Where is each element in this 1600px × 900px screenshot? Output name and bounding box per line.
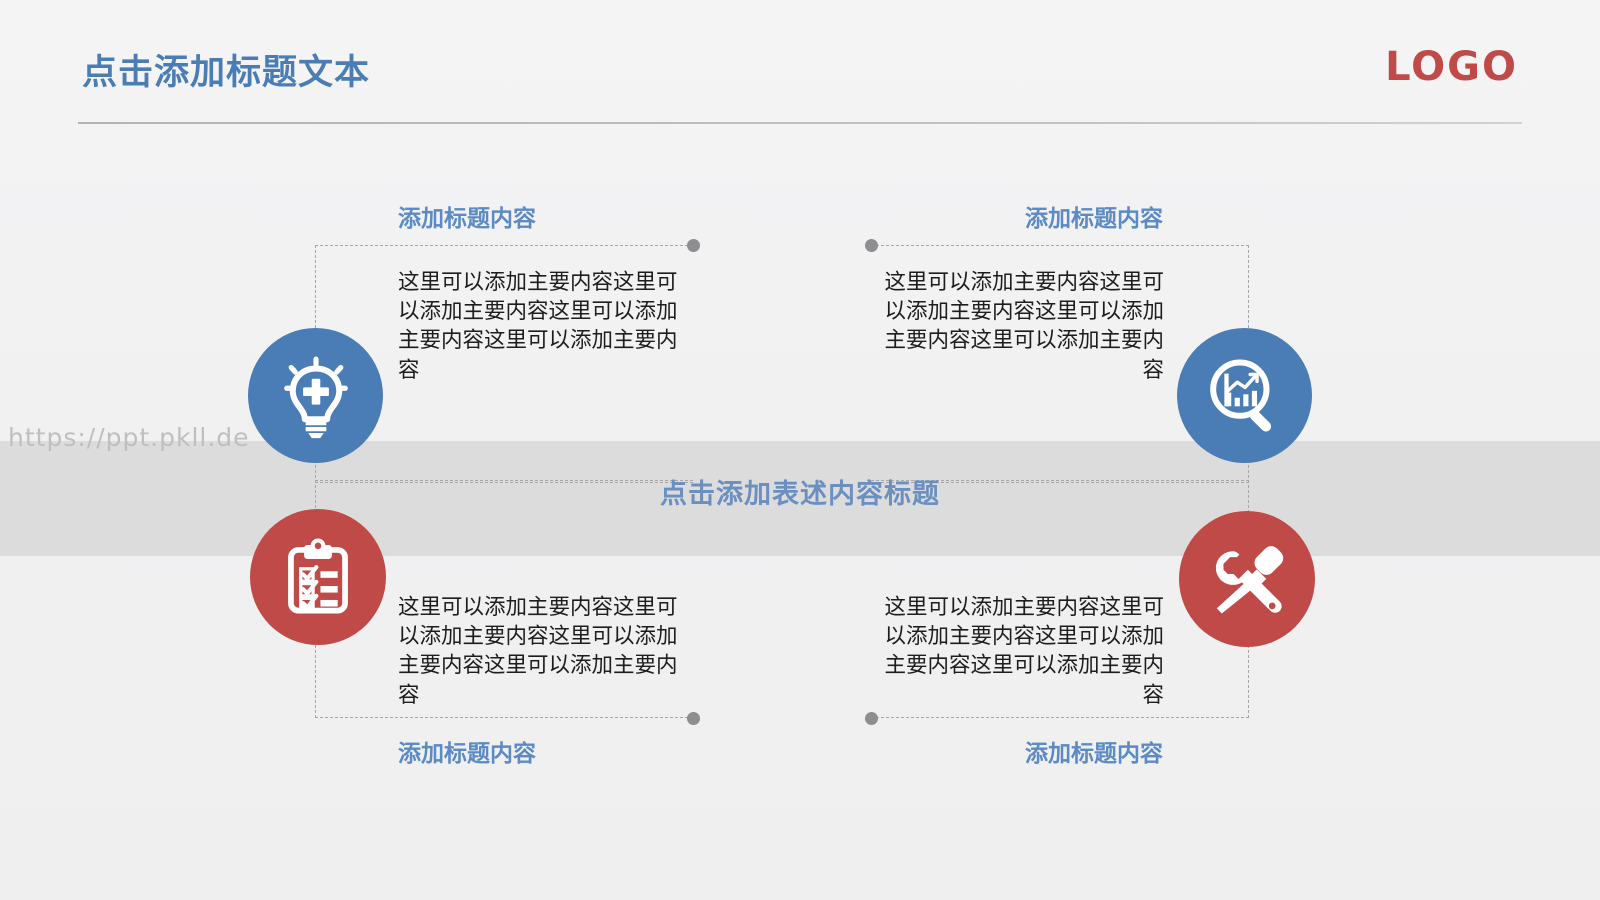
watermark-url: https://ppt.pkll.de — [8, 423, 250, 452]
lightbulb-plus-icon — [283, 355, 348, 438]
center-heading: 点击添加表述内容标题 — [660, 479, 940, 510]
quadrant-heading-top-left: 添加标题内容 — [398, 206, 536, 232]
quadrant-heading-bottom-left: 添加标题内容 — [398, 741, 536, 767]
logo: LOGO — [1385, 44, 1518, 90]
connector-dot-bottom-left — [687, 712, 700, 725]
connector-dot-top-left — [687, 239, 700, 252]
header-divider — [78, 122, 1522, 124]
clipboard-checklist-icon — [288, 538, 348, 614]
connector-dot-top-right — [865, 239, 878, 252]
wrench-screwdriver-icon — [1215, 546, 1284, 614]
quadrant-body-bottom-left: 这里可以添加主要内容这里可以添加主要内容这里可以添加主要内容这里可以添加主要内容 — [398, 595, 678, 708]
icon-badge-bottom-right[interactable] — [1179, 511, 1315, 647]
quadrant-body-top-left: 这里可以添加主要内容这里可以添加主要内容这里可以添加主要内容这里可以添加主要内容 — [398, 270, 678, 383]
connector-dot-bottom-right — [865, 712, 878, 725]
icon-badge-top-right[interactable] — [1177, 328, 1312, 463]
quadrant-heading-bottom-right: 添加标题内容 — [1025, 741, 1163, 767]
icon-badge-top-left[interactable] — [248, 328, 383, 463]
icon-badge-bottom-left[interactable] — [250, 509, 386, 645]
quadrant-heading-top-right: 添加标题内容 — [1025, 206, 1163, 232]
quadrant-body-bottom-right: 这里可以添加主要内容这里可以添加主要内容这里可以添加主要内容这里可以添加主要内容 — [884, 595, 1164, 708]
magnifier-bar-chart-icon — [1209, 358, 1271, 432]
page-title: 点击添加标题文本 — [82, 53, 371, 93]
quadrant-body-top-right: 这里可以添加主要内容这里可以添加主要内容这里可以添加主要内容这里可以添加主要内容 — [884, 270, 1164, 383]
